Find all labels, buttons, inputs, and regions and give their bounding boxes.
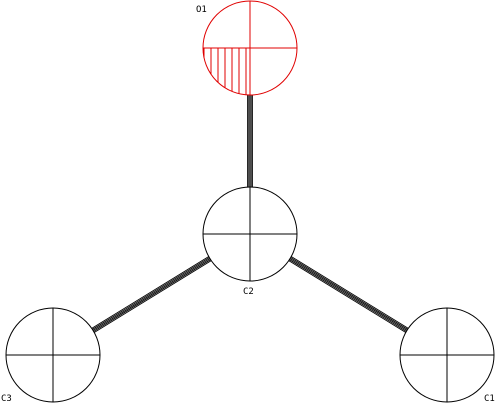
atom-c1 <box>399 307 495 403</box>
atom-o1-hatching <box>203 48 247 95</box>
atom-label-c2: C2 <box>243 287 254 297</box>
atom-o1 <box>202 0 298 96</box>
atom-c3 <box>5 307 101 403</box>
bond-c2-c3 <box>89 255 214 334</box>
labels-layer: O1 C2 C3 C1 <box>1 5 495 403</box>
atoms-layer <box>5 0 495 403</box>
atom-label-c1: C1 <box>484 394 495 403</box>
atom-label-o1: O1 <box>196 5 207 15</box>
atom-label-c3: C3 <box>1 394 12 403</box>
bond-c2-c1 <box>286 255 411 334</box>
atom-c2 <box>202 186 298 282</box>
bond-c2-o1 <box>247 93 253 189</box>
bonds-layer <box>89 93 411 334</box>
